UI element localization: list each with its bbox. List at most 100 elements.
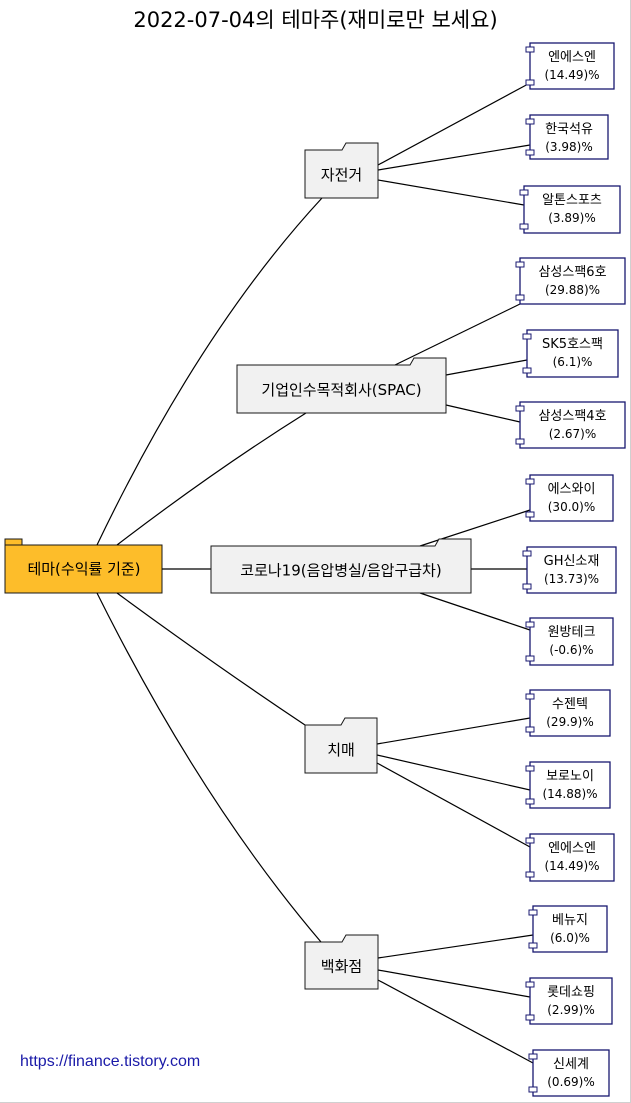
root-to-theme-connector [116,412,307,546]
stock-box [529,689,611,737]
stock-box [529,977,613,1025]
component-port-icon [515,261,525,268]
stock-node[interactable]: 수젠텍 (29.9)% [525,689,611,737]
theme-to-stock-connector [377,979,534,1064]
stock-node[interactable]: 원방테크(-0.6)% [525,617,614,666]
stock-name: 수젠텍 [552,697,588,712]
theme-to-stock-connector [376,762,531,848]
root-to-theme-connector [116,592,306,726]
theme-to-stock-connector [376,717,531,745]
stock-name: 에스와이 [548,482,596,497]
stock-name: 롯데쇼핑 [547,985,595,1000]
component-port-icon [515,294,525,301]
root-label: 테마(수익률 기준) [27,560,140,578]
theme-node[interactable]: 백화점 [304,934,379,990]
stock-node[interactable]: 알톤스포츠(3.89)% [519,185,621,234]
theme-to-stock-connector [377,934,534,959]
stock-return: (0.69)% [547,1075,594,1089]
stock-name: 원방테크 [548,625,596,640]
stock-node[interactable]: 엔에스엔(14.49)% [525,833,615,882]
stock-name: 베뉴지 [552,913,588,928]
stock-box [529,617,614,666]
component-port-icon [515,438,525,445]
stock-name: GH신소재 [544,554,600,569]
stock-return: (2.67)% [549,427,596,441]
component-port-icon [525,798,535,805]
stock-return: (3.98)% [545,140,592,154]
stock-node[interactable]: 롯데쇼핑(2.99)% [525,977,613,1025]
theme-to-stock-connector [394,303,521,366]
theme-group: 자전거 엔에스엔 (14.49)% 한국석유 (3.98)% 알톤스포츠(3.89)% [96,42,621,546]
theme-to-stock-connector [377,144,531,171]
theme-group: 치매 수젠텍 (29.9)% 보로노이(14.88)% 엔에스엔(14.49)% [116,592,615,882]
component-port-icon [522,583,532,590]
stock-name: 신세계 [553,1057,589,1072]
stock-box [532,905,608,953]
theme-group: 코로나19(음압병실/음압구급차) 에스와이(30.0)% GH신소재 (13.73)… [162,474,617,666]
stock-node[interactable]: 에스와이(30.0)% [525,474,614,522]
stock-node[interactable]: 엔에스엔 (14.49)% [525,42,615,90]
theme-folder-icon[interactable] [304,717,378,774]
stock-box [519,401,626,449]
stock-box [526,546,617,594]
stock-return: (14.49)% [544,68,599,82]
theme-node[interactable]: 코로나19(음압병실/음압구급차) [210,538,472,594]
root-to-theme-connector [96,592,322,943]
stock-return: (3.89)% [548,211,595,225]
theme-to-stock-connector [445,359,528,376]
component-port-icon [525,871,535,878]
root-folder-icon [4,544,163,594]
component-port-icon [525,79,535,86]
stock-name: 삼성스팩4호 [538,409,606,424]
component-port-icon [519,189,529,196]
stock-node[interactable]: 보로노이(14.88)% [525,761,611,809]
stock-box [529,761,611,809]
theme-folder-icon[interactable] [210,538,472,594]
theme-to-stock-connector [445,404,521,423]
theme-folder-icon[interactable] [304,934,379,990]
component-port-icon [522,333,532,340]
stock-node[interactable]: 한국석유 (3.98)% [525,114,609,160]
stock-return: (13.73)% [544,572,599,586]
stock-return: (6.1)% [553,355,593,369]
stock-node[interactable]: 베뉴지(6.0)% [528,905,608,953]
theme-node[interactable]: 기업인수목적회사(SPAC) [236,357,447,414]
stock-return: (29.88)% [545,283,600,297]
stock-name: 엔에스엔 [548,50,596,65]
stock-box [526,329,619,378]
theme-to-stock-connector [376,754,531,791]
stock-return: (29.9)% [546,715,593,729]
root-to-theme-connector [96,197,323,546]
stock-box [532,1049,610,1097]
stock-name: 삼성스팩6호 [538,265,606,280]
stock-box [523,185,621,234]
component-port-icon [525,511,535,518]
component-port-icon [515,405,525,412]
stock-name: 보로노이 [546,769,594,784]
theme-folder-icon[interactable] [304,142,379,199]
stock-node[interactable]: 삼성스팩4호 (2.67)% [515,401,626,449]
stock-box [529,474,614,522]
stock-node[interactable]: 신세계 (0.69)% [528,1049,610,1097]
root-folder-tab-icon [4,538,23,546]
stock-node[interactable]: GH신소재 (13.73)% [522,546,617,594]
stock-name: 한국석유 [545,122,593,137]
theme-to-stock-connector [419,509,531,547]
theme-label: 자전거 [321,166,362,184]
root-node[interactable]: 테마(수익률 기준) [4,538,163,594]
component-port-icon [525,981,535,988]
theme-label: 코로나19(음압병실/음압구급차) [240,562,441,580]
source-url-link[interactable]: https://finance.tistory.com [20,1053,201,1070]
stock-box [529,114,609,160]
stock-node[interactable]: 삼성스팩6호 (29.88)% [515,257,626,305]
component-port-icon [525,693,535,700]
stock-node[interactable]: SK5호스팩 (6.1)% [522,329,619,378]
theme-label: 백화점 [321,958,362,976]
theme-node[interactable]: 치매 [304,717,378,774]
theme-node[interactable]: 자전거 [304,142,379,199]
component-port-icon [525,837,535,844]
theme-folder-icon[interactable] [236,357,447,414]
stock-name: SK5호스팩 [542,337,603,352]
